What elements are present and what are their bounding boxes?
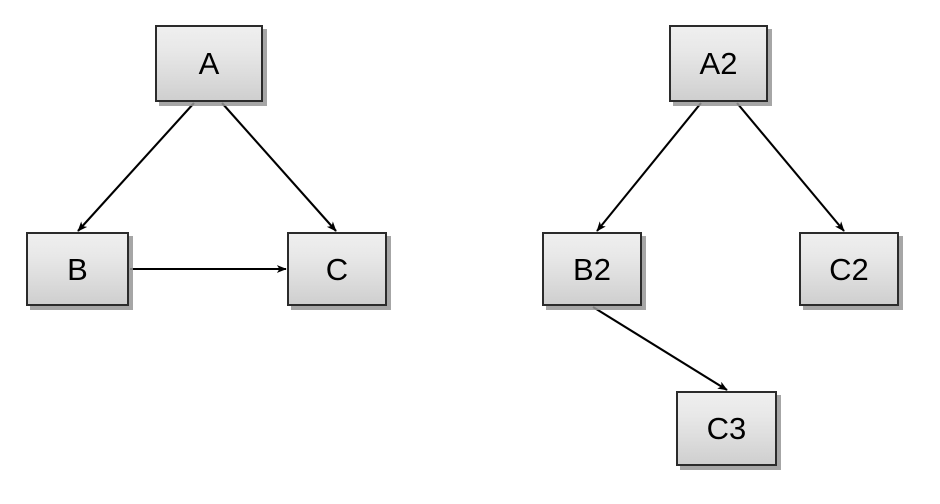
node-label-c2: C2 (829, 251, 869, 287)
edges-group (77, 102, 845, 391)
node-c[interactable]: C (287, 232, 387, 306)
node-label-c: C (325, 251, 349, 287)
edge-a-to-c[interactable] (221, 102, 337, 232)
node-b2[interactable]: B2 (542, 232, 642, 306)
edge-b2-to-c3[interactable] (592, 306, 728, 391)
node-a2[interactable]: A2 (669, 25, 768, 102)
edge-a2-to-b2[interactable] (596, 102, 702, 232)
node-b[interactable]: B (26, 232, 129, 306)
edge-a2-to-c2[interactable] (736, 102, 845, 232)
node-label-a: A (198, 46, 220, 81)
node-c2[interactable]: C2 (799, 232, 899, 306)
node-label-c3: C3 (706, 411, 747, 446)
edge-a-to-b[interactable] (77, 102, 195, 232)
node-a[interactable]: A (155, 25, 263, 102)
node-c3[interactable]: C3 (676, 391, 777, 466)
node-label-b: B (67, 251, 88, 287)
node-label-a2: A2 (699, 46, 738, 81)
node-label-b2: B2 (573, 251, 611, 287)
